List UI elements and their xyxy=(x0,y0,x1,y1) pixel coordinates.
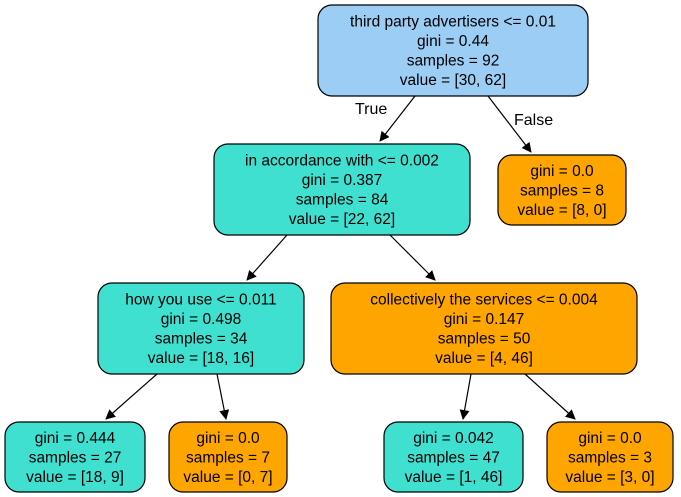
node-box-n6 xyxy=(168,421,288,493)
node-text-line: in accordance with <= 0.002 xyxy=(245,153,439,170)
node-text-line: gini = 0.444 xyxy=(35,430,116,447)
edge-n1-n4 xyxy=(389,234,436,281)
node-text-line: gini = 0.387 xyxy=(302,172,383,189)
edge-n3-n5 xyxy=(105,373,158,420)
node-text-line: gini = 0.042 xyxy=(413,430,494,447)
node-text-line: gini = 0.0 xyxy=(196,430,260,447)
tree-node-n3: how you use <= 0.011 gini = 0.498 samples … xyxy=(97,282,305,375)
node-text-line: value = [8, 0] xyxy=(517,202,606,219)
node-box-n0 xyxy=(317,4,589,97)
nodes-layer: third party advertisers <= 0.01 gini = 0.… xyxy=(4,4,674,493)
edge-n4-n8 xyxy=(524,373,576,420)
node-text-line: gini = 0.0 xyxy=(530,163,594,180)
node-text-line: samples = 47 xyxy=(407,449,500,466)
edge-label-false: False xyxy=(514,112,553,129)
node-box-n4 xyxy=(330,282,638,375)
node-box-n8 xyxy=(546,421,674,493)
tree-node-n4: collectively the services <= 0.004 gini =… xyxy=(330,282,638,375)
node-text-line: samples = 84 xyxy=(296,192,389,209)
edge-n0-n2 xyxy=(487,95,532,153)
node-text-line: value = [3, 0] xyxy=(565,469,654,486)
edge-n1-n3 xyxy=(246,234,288,281)
node-text-line: value = [0, 7] xyxy=(183,469,272,486)
node-box-n2 xyxy=(497,154,627,226)
node-text-line: collectively the services <= 0.004 xyxy=(370,292,598,309)
node-text-line: samples = 27 xyxy=(29,449,122,466)
node-text-line: value = [22, 62] xyxy=(289,211,395,228)
node-text-line: samples = 7 xyxy=(186,449,270,466)
node-text-line: gini = 0.44 xyxy=(417,33,489,50)
node-box-n1 xyxy=(213,143,471,236)
tree-node-n5: gini = 0.444 samples = 27 value = [18, 9] xyxy=(4,421,146,493)
edge-label-true: True xyxy=(355,101,387,118)
node-box-n5 xyxy=(4,421,146,493)
node-text-line: value = [30, 62] xyxy=(400,72,506,89)
tree-node-n2: gini = 0.0 samples = 8 value = [8, 0] xyxy=(497,154,627,226)
tree-node-n8: gini = 0.0 samples = 3 value = [3, 0] xyxy=(546,421,674,493)
node-text-line: samples = 92 xyxy=(407,53,500,70)
node-box-n3 xyxy=(97,282,305,375)
node-text-line: samples = 8 xyxy=(520,182,604,199)
tree-node-n0: third party advertisers <= 0.01 gini = 0.… xyxy=(317,4,589,97)
node-text-line: samples = 50 xyxy=(438,331,531,348)
node-text-line: value = [18, 16] xyxy=(148,350,254,367)
tree-node-n1: in accordance with <= 0.002 gini = 0.387 s… xyxy=(213,143,471,236)
node-text-line: how you use <= 0.011 xyxy=(125,292,276,309)
node-text-line: value = [18, 9] xyxy=(26,469,124,486)
edge-n3-n6 xyxy=(216,373,230,420)
edge-n4-n7 xyxy=(459,373,472,420)
tree-node-n6: gini = 0.0 samples = 7 value = [0, 7] xyxy=(168,421,288,493)
node-box-n7 xyxy=(383,421,524,493)
node-text-line: samples = 34 xyxy=(155,331,248,348)
node-text-line: gini = 0.498 xyxy=(161,311,242,328)
tree-node-n7: gini = 0.042 samples = 47 value = [1, 46] xyxy=(383,421,524,493)
node-text-line: samples = 3 xyxy=(568,449,652,466)
node-text-line: third party advertisers <= 0.01 xyxy=(350,14,556,31)
node-text-line: value = [1, 46] xyxy=(405,469,503,486)
node-text-line: gini = 0.0 xyxy=(578,430,642,447)
edge-n0-n1 xyxy=(379,95,416,142)
node-text-line: value = [4, 46] xyxy=(435,350,533,367)
node-text-line: gini = 0.147 xyxy=(444,311,525,328)
